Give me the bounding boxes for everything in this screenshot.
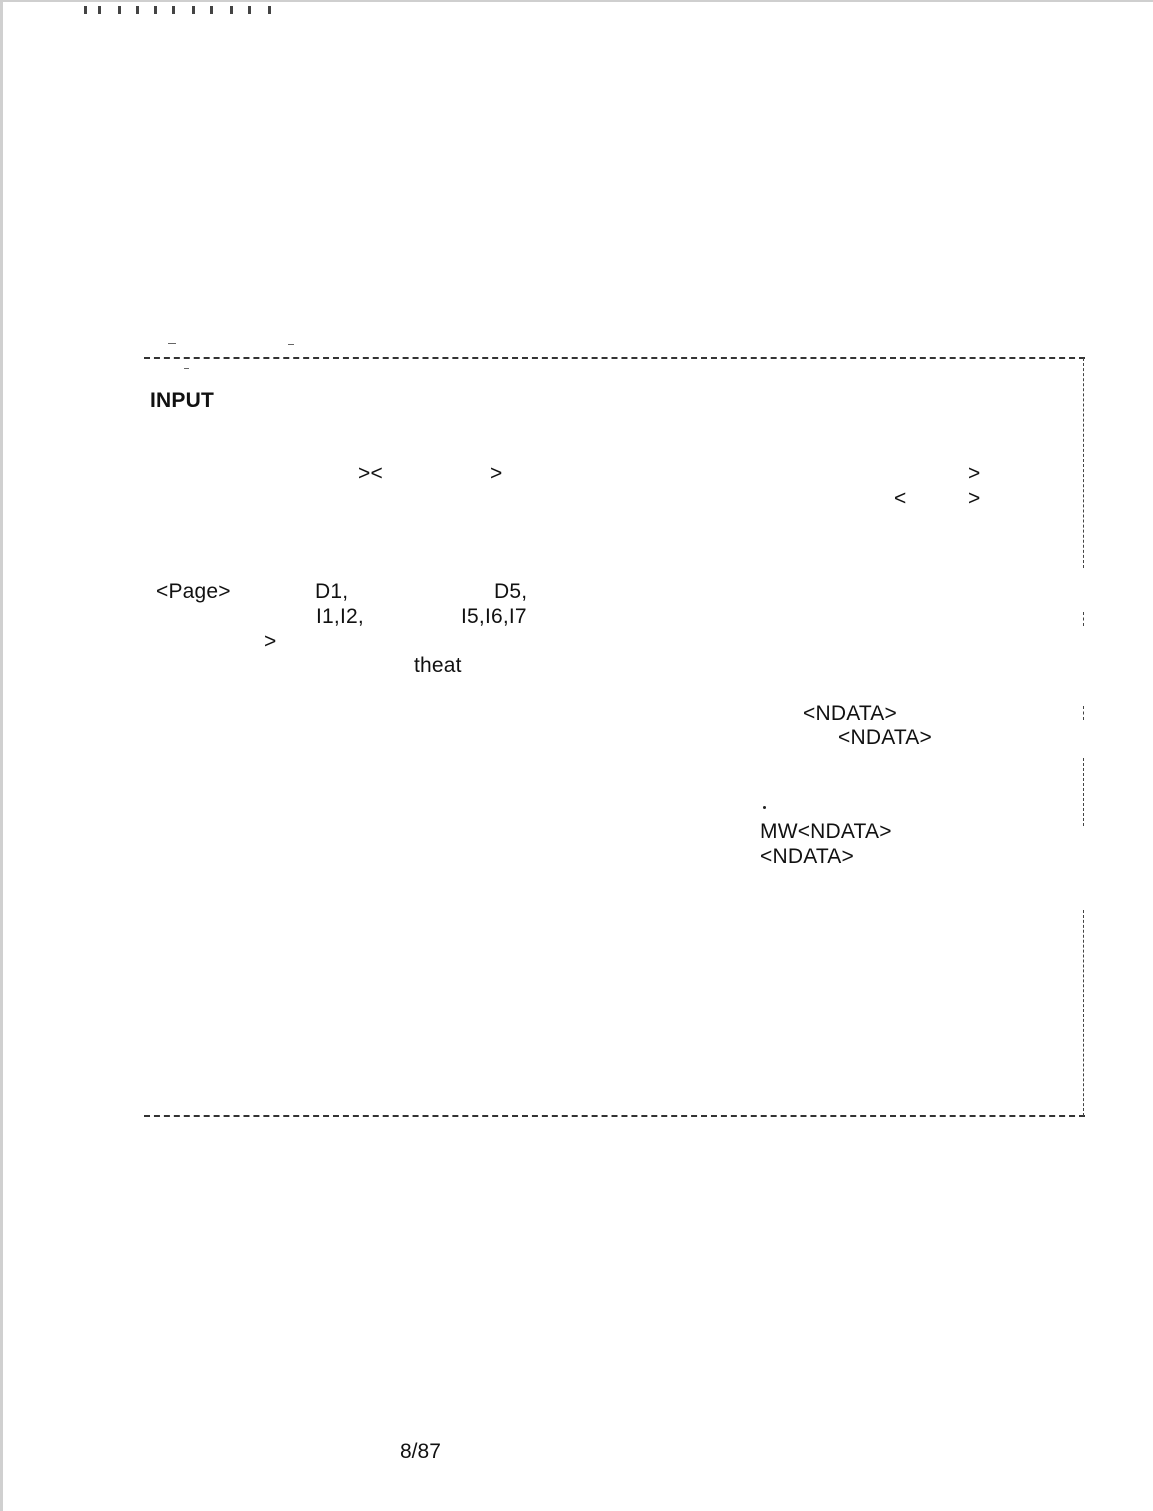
box-right-border bbox=[1083, 758, 1084, 826]
cropped-header-fragment bbox=[84, 2, 274, 16]
body-text: theat bbox=[414, 654, 462, 677]
ndata-token: <NDATA> bbox=[838, 726, 932, 749]
scan-speck bbox=[168, 343, 176, 344]
syntax-token: D5, bbox=[494, 580, 528, 603]
section-label: INPUT bbox=[150, 389, 214, 412]
box-right-border bbox=[1083, 706, 1084, 720]
syntax-token: > bbox=[264, 630, 277, 653]
ndata-token: <NDATA> bbox=[760, 845, 854, 868]
syntax-token: I1,I2, bbox=[316, 605, 364, 628]
page-edge-left bbox=[0, 0, 3, 1511]
syntax-token: D1, bbox=[315, 580, 349, 603]
box-right-border bbox=[1083, 910, 1084, 1116]
ndata-token: <NDATA> bbox=[803, 702, 897, 725]
scan-speck bbox=[184, 368, 189, 369]
syntax-token: I5,I6,I7 bbox=[461, 605, 527, 628]
box-right-border bbox=[1083, 358, 1084, 568]
page-number: 8/87 bbox=[400, 1440, 441, 1463]
syntax-token: > bbox=[490, 462, 503, 485]
scan-dot bbox=[763, 806, 766, 809]
box-right-border bbox=[1083, 612, 1084, 626]
mw-ndata-token: MW<NDATA> bbox=[760, 820, 892, 843]
syntax-token: < bbox=[894, 487, 907, 510]
page-tag: <Page> bbox=[156, 580, 231, 603]
syntax-token: > bbox=[968, 462, 981, 485]
syntax-token: >< bbox=[358, 462, 383, 485]
input-section-box bbox=[144, 357, 1085, 1117]
scan-speck bbox=[288, 344, 294, 345]
page-edge-top bbox=[0, 0, 1153, 2]
syntax-token: > bbox=[968, 487, 981, 510]
